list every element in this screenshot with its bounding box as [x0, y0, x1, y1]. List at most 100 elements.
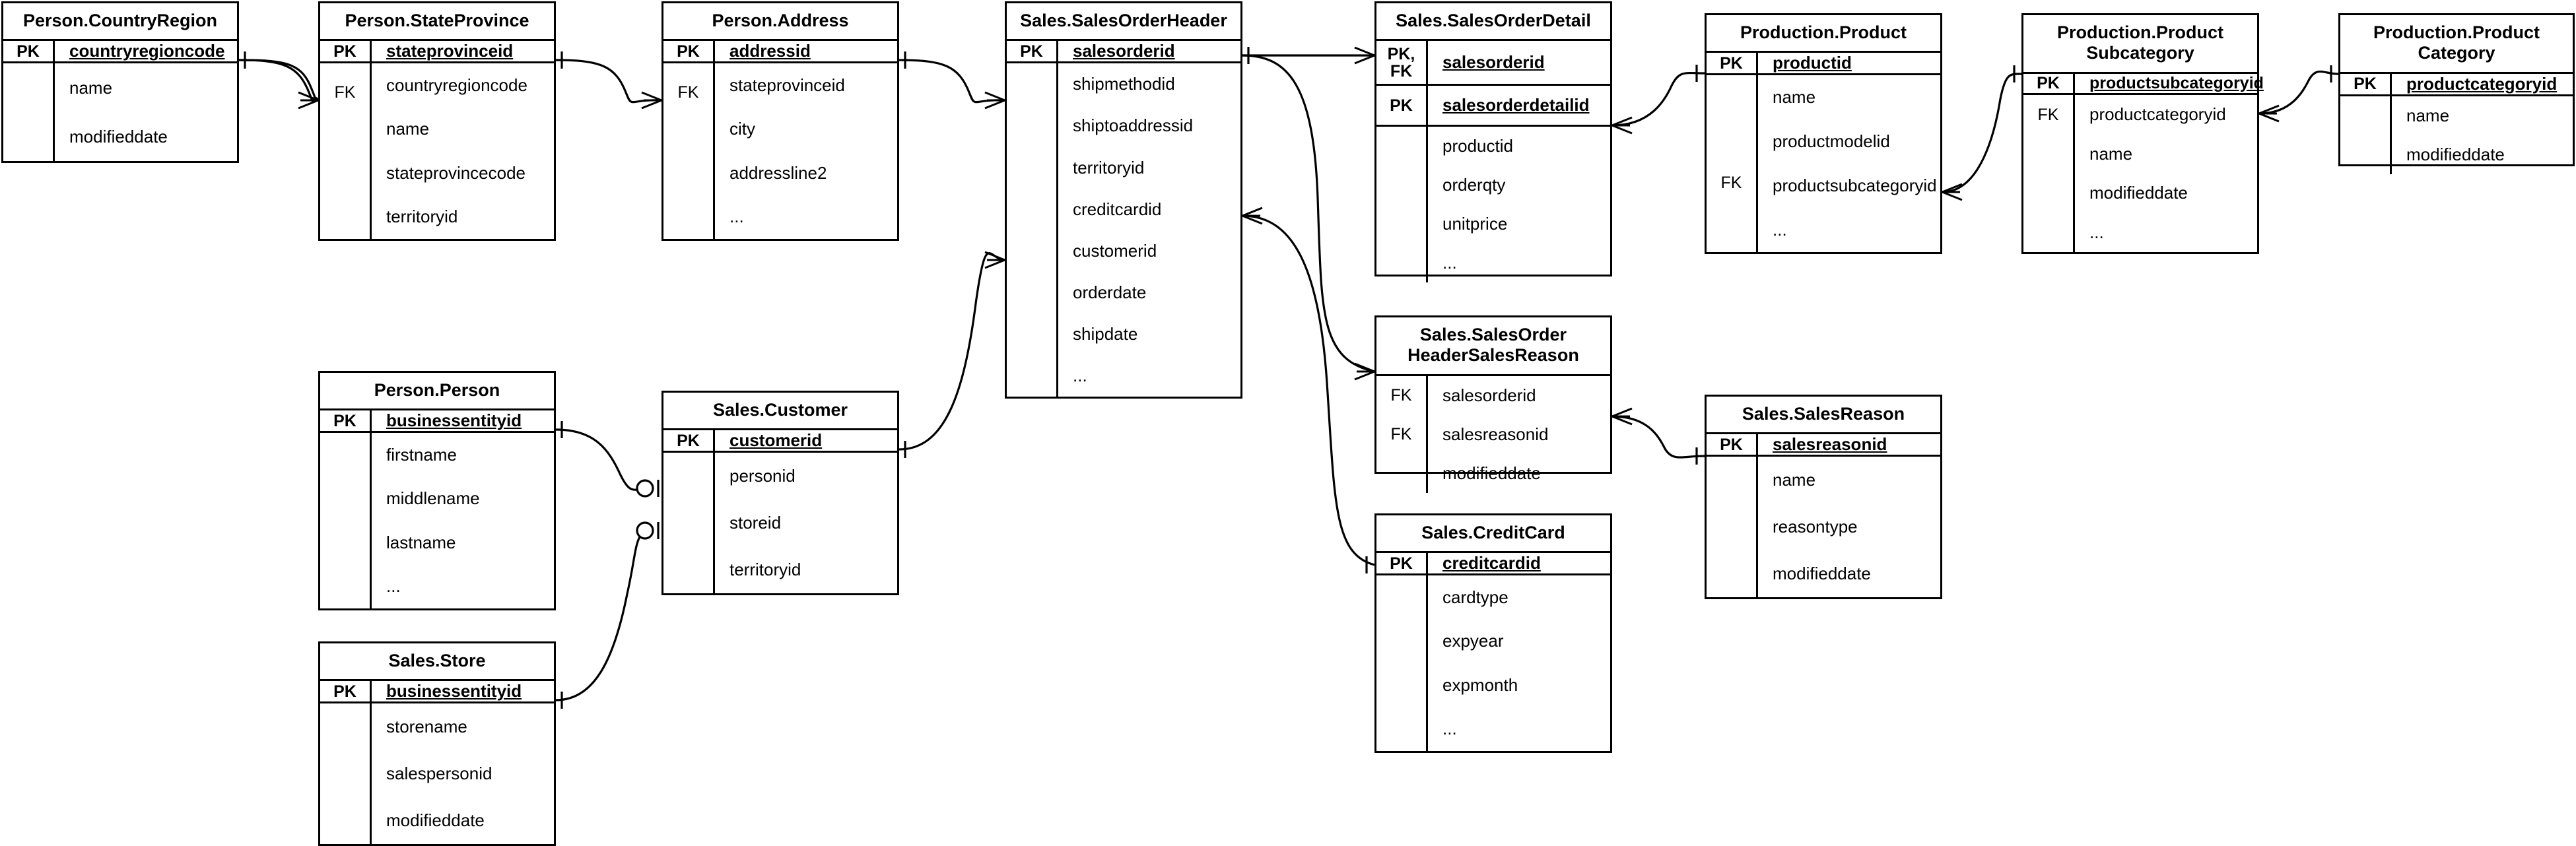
key-tag: [2340, 96, 2390, 135]
key-spine: [663, 453, 715, 593]
column-name: productsubcategoryid: [2089, 73, 2264, 92]
table-row[interactable]: PK productsubcategoryid: [2023, 73, 2264, 95]
table-row[interactable]: PK salesorderid: [1007, 41, 1240, 64]
entity-person-person[interactable]: Person.Person PK businessentityid firstn…: [318, 371, 556, 610]
key-tag: PK: [663, 41, 715, 62]
entity-sales-customer[interactable]: Sales.Customer PK customerid personid st…: [661, 391, 899, 595]
key-tag: [1707, 457, 1756, 504]
table-row[interactable]: PK customerid: [663, 430, 897, 453]
entity-sales-salesorderheader[interactable]: Sales.SalesOrderHeader PK salesorderid: [1005, 1, 1242, 399]
key-tag: [1376, 663, 1426, 707]
edge-salesreasonlink-salesreason: [1611, 407, 1705, 465]
entity-sales-creditcard[interactable]: Sales.CreditCard PK creditcardid cardtyp…: [1374, 513, 1612, 753]
column-name: countryregioncode: [69, 41, 225, 61]
key-spine: FK: [663, 63, 715, 239]
column-name: lastname: [386, 532, 456, 552]
column-name: ...: [1773, 220, 1787, 240]
key-tag: [320, 433, 370, 476]
column-name: expyear: [1442, 631, 1504, 651]
key-tag: [1707, 75, 1756, 115]
column-name: reasontype: [1773, 517, 1858, 537]
entity-sales-salesorderdetail[interactable]: Sales.SalesOrderDetail PK, FK salesorder…: [1374, 1, 1612, 283]
key-spine: [1376, 575, 1428, 751]
table-row[interactable]: PK productcategoryid: [2340, 73, 2573, 96]
column-name: city: [729, 119, 755, 139]
column-name: addressline2: [729, 162, 827, 183]
entity-production-product[interactable]: Production.Product PK productid FK name …: [1705, 13, 1942, 254]
table-row[interactable]: PK businessentityid: [320, 681, 554, 704]
key-tag: PK: [320, 41, 372, 62]
key-tag: [663, 121, 713, 160]
attribute-block: name modifieddate: [3, 63, 237, 161]
table-row[interactable]: PK salesorderdetailid: [1376, 86, 1610, 127]
column-name: productid: [1442, 136, 1513, 156]
key-tag: [320, 565, 370, 608]
key-tag: [2340, 135, 2390, 174]
edge-salesorderheader-salesreasonlink: [1242, 54, 1375, 381]
table-row[interactable]: PK businessentityid: [320, 410, 554, 434]
entity-person-stateprovince[interactable]: Person.StateProvince PK stateprovinceid …: [318, 1, 556, 241]
edge-salesorderheader-creditcard: [1242, 207, 1375, 573]
table-row[interactable]: PK salesreasonid: [1707, 434, 1940, 457]
entity-person-address[interactable]: Person.Address PK addressid FK stateprov…: [661, 1, 899, 241]
entity-production-productcategory[interactable]: Production.Product Category PK productca…: [2338, 13, 2575, 174]
entity-sales-salesreason[interactable]: Sales.SalesReason PK salesreasonid name …: [1705, 395, 1942, 599]
key-tag: [1007, 63, 1056, 105]
column-name: addressid: [729, 41, 811, 61]
attribute-names: shipmethodid shiptoaddressid territoryid…: [1058, 63, 1240, 397]
column-name: productcategoryid: [2089, 104, 2226, 124]
key-tag: [1376, 707, 1426, 751]
entity-person-countryregion[interactable]: Person.CountryRegion PK countryregioncod…: [1, 1, 239, 163]
attribute-names: firstname middlename lastname ...: [372, 433, 554, 608]
key-tag: [3, 63, 53, 112]
key-spine: [1376, 127, 1428, 283]
key-tag: [1007, 313, 1056, 355]
attribute-names: personid storeid territoryid: [715, 453, 897, 593]
column-name: businessentityid: [386, 410, 522, 431]
table-row[interactable]: PK productid: [1707, 53, 1940, 76]
entity-title: Sales.SalesOrderHeader: [1007, 3, 1240, 42]
column-name: storename: [386, 717, 467, 737]
column-name: shipdate: [1073, 323, 1138, 344]
entity-production-productsubcategory[interactable]: Production.Product Subcategory PK produc…: [2021, 13, 2264, 254]
column-name: stateprovinceid: [386, 41, 514, 61]
key-tag: [1376, 620, 1426, 663]
attribute-names: name modifieddate: [55, 63, 237, 161]
column-name: salespersonid: [386, 764, 492, 784]
entity-title: Production.Product: [1707, 15, 1940, 53]
table-row[interactable]: PK countryregioncode: [3, 41, 237, 64]
key-tag: [2023, 174, 2073, 213]
entity-title: Production.Product Category: [2340, 15, 2573, 74]
column-name: productsubcategoryid: [1773, 176, 1937, 196]
column-name: shipmethodid: [1073, 74, 1175, 94]
table-row[interactable]: PK stateprovinceid: [320, 41, 554, 64]
attribute-block: FK countryregioncode name stateprovincec…: [320, 63, 554, 239]
attribute-block: personid storeid territoryid: [663, 453, 897, 593]
key-tag: [1376, 166, 1426, 205]
table-row[interactable]: PK addressid: [663, 41, 897, 64]
entity-title: Person.StateProvince: [320, 3, 554, 42]
column-name: name: [1773, 87, 1816, 108]
key-tag: [2023, 213, 2073, 252]
table-row[interactable]: PK creditcardid: [1376, 553, 1610, 576]
attribute-block: FK FK salesorderid salesreasonid modifie…: [1376, 375, 1610, 493]
key-tag: [3, 112, 53, 161]
attribute-block: cardtype expyear expmonth ...: [1376, 575, 1610, 751]
entity-title: Person.Address: [663, 3, 897, 42]
entity-sales-salesorderheadersalesreason[interactable]: Sales.SalesOrder HeaderSalesReason FK FK…: [1374, 315, 1612, 493]
entity-sales-store[interactable]: Sales.Store PK businessentityid storenam…: [318, 641, 556, 846]
key-tag: [320, 200, 370, 239]
key-tag: [1007, 189, 1056, 230]
key-tag: [663, 546, 713, 593]
column-name: shiptoaddressid: [1073, 115, 1194, 136]
key-tag: [663, 200, 713, 239]
column-name: customerid: [1073, 240, 1157, 261]
key-tag: PK: [1007, 41, 1058, 62]
key-tag: PK: [2340, 73, 2392, 94]
edge-salesorderdetail-product: [1611, 65, 1705, 135]
table-row[interactable]: PK, FK salesorderid: [1376, 41, 1610, 86]
column-name: creditcardid: [1442, 553, 1541, 573]
attribute-names: countryregioncode name stateprovincecode…: [372, 63, 554, 239]
column-name: name: [386, 119, 430, 139]
edge-stateprovince-address: [555, 51, 662, 110]
